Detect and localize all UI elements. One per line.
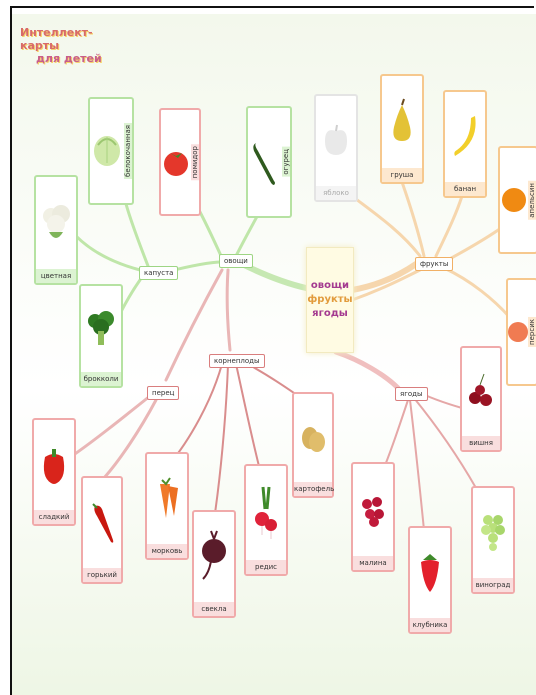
card-banan[interactable]: банан (443, 90, 487, 198)
apple-icon (316, 96, 356, 186)
central-topic-line1: овощи (310, 280, 350, 291)
node-ovoshchi[interactable]: овощи (219, 254, 253, 268)
cucumber-icon (248, 137, 282, 187)
chili-pepper-icon (83, 478, 121, 568)
central-topic-line3: ягоды (312, 308, 348, 319)
node-yagody[interactable]: ягоды (395, 387, 428, 401)
cabbage-icon (90, 131, 124, 171)
card-malina[interactable]: малина (351, 462, 395, 572)
card-svekla[interactable]: свекла (192, 510, 236, 618)
node-kapusta[interactable]: капуста (139, 266, 179, 280)
card-label: банан (445, 182, 485, 196)
tomato-icon (161, 147, 191, 177)
card-tsvetnaya[interactable]: цветная (34, 175, 78, 285)
node-perets[interactable]: перец (147, 386, 180, 400)
card-label: картофель (294, 482, 334, 496)
card-kartofel[interactable]: картофель (292, 392, 334, 498)
card-morkov[interactable]: морковь (145, 452, 189, 560)
card-klubnika[interactable]: клубника (408, 526, 452, 634)
card-vishnya[interactable]: вишня (460, 346, 502, 452)
central-topic-line2: фрукты (307, 294, 353, 305)
broccoli-icon (81, 286, 121, 372)
card-brokkoli[interactable]: брокколи (79, 284, 123, 388)
potato-icon (294, 394, 332, 482)
grapes-icon (473, 488, 513, 578)
card-label: цветная (36, 269, 76, 283)
carrot-icon (147, 454, 187, 544)
card-vinograd[interactable]: виноград (471, 486, 515, 594)
card-label: груша (382, 168, 422, 182)
card-label: морковь (147, 544, 187, 558)
card-yabloko[interactable]: яблоко (314, 94, 358, 202)
app-logo: Интеллект-карты для детей (20, 26, 110, 65)
cauliflower-icon (36, 177, 76, 269)
logo-line1: Интеллект-карты (20, 26, 93, 52)
card-label: белокочанная (124, 123, 132, 179)
card-gorkiy[interactable]: горький (81, 476, 123, 584)
card-grusha[interactable]: груша (380, 74, 424, 184)
card-ogurets[interactable]: огурец (246, 106, 292, 218)
top-border (10, 6, 534, 8)
card-label: редис (246, 560, 286, 574)
raspberry-icon (353, 464, 393, 556)
card-pomidor[interactable]: помидор (159, 108, 201, 216)
card-label: малина (353, 556, 393, 570)
beet-icon (194, 512, 234, 602)
left-border (10, 6, 12, 695)
node-korneplody[interactable]: корнеплоды (209, 354, 265, 368)
central-topic[interactable]: овощи фрукты ягоды (306, 247, 354, 353)
cherry-icon (462, 348, 500, 436)
peach-icon (508, 317, 528, 347)
logo-line2: для детей (36, 52, 102, 65)
card-persik[interactable]: персик (506, 278, 536, 386)
orange-icon (500, 185, 528, 215)
card-label: виноград (473, 578, 513, 592)
radish-icon (246, 466, 286, 560)
card-label: сладкий (34, 510, 74, 524)
card-label: огурец (282, 147, 290, 177)
card-label: брокколи (81, 372, 121, 386)
card-redis[interactable]: редис (244, 464, 288, 576)
card-belokochannaya[interactable]: белокочанная (88, 97, 134, 205)
card-label: свекла (194, 602, 234, 616)
card-label: персик (528, 317, 536, 347)
pear-icon (382, 76, 422, 168)
card-label: вишня (462, 436, 500, 450)
strawberry-icon (410, 528, 450, 618)
card-label: апельсин (528, 180, 536, 220)
card-label: яблоко (316, 186, 356, 200)
card-label: горький (83, 568, 121, 582)
card-sladkiy[interactable]: сладкий (32, 418, 76, 526)
card-label: клубника (410, 618, 450, 632)
card-apelsin[interactable]: апельсин (498, 146, 536, 254)
card-label: помидор (191, 143, 199, 181)
bell-pepper-icon (34, 420, 74, 510)
node-frukty[interactable]: фрукты (415, 257, 454, 271)
banana-icon (445, 92, 485, 182)
